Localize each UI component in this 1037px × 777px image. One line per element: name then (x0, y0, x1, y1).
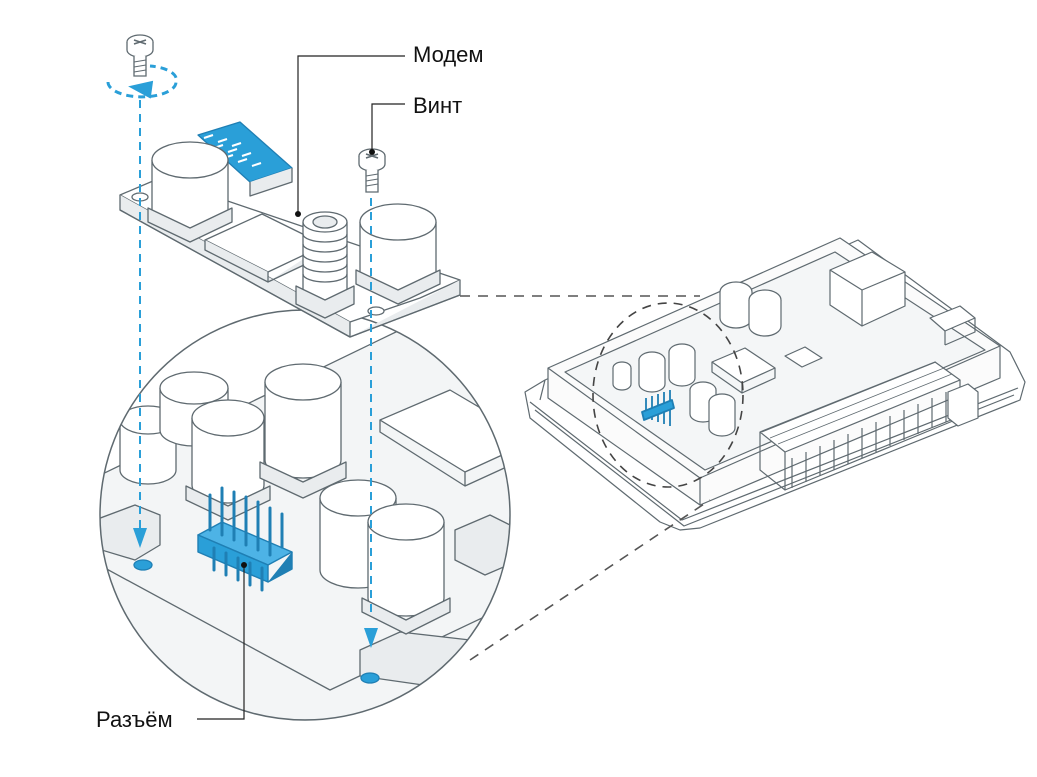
magnified-detail (99, 309, 511, 721)
modem-leader-line (297, 55, 405, 213)
connector-label: Разъём (96, 707, 173, 732)
modem-label: Модем (413, 42, 484, 67)
guide-arrowheads (133, 528, 378, 648)
counterclockwise-rotation-arrow-icon (106, 64, 178, 99)
callout-leaders (197, 55, 405, 720)
controller-enclosure (524, 237, 1026, 531)
detail-chip (379, 389, 510, 487)
overview-connector-pins (641, 390, 675, 426)
projection-line-bottom (469, 499, 711, 661)
screw-label: Винт (413, 93, 463, 118)
enclosure-capacitors (612, 281, 782, 437)
overview-highlight-circle (592, 302, 744, 488)
callout-dots (241, 149, 375, 568)
connector-leader-line (197, 566, 245, 720)
relay-component (829, 251, 906, 327)
installation-guide-lines (139, 100, 372, 615)
detail-capacitor-3 (185, 399, 271, 521)
modem-capacitor-right (355, 203, 441, 305)
detail-pin-connector (197, 486, 293, 592)
modem-capacitor-left (147, 141, 233, 243)
modem-antenna-connector (295, 211, 355, 319)
detail-capacitor-6 (361, 503, 451, 635)
screw-icon (126, 34, 154, 77)
screw-leader-line (371, 103, 405, 150)
modem-board (119, 121, 461, 338)
screw-icon (358, 148, 386, 193)
modem-blue-connector (197, 121, 293, 197)
detail-capacitor-4 (259, 363, 347, 499)
